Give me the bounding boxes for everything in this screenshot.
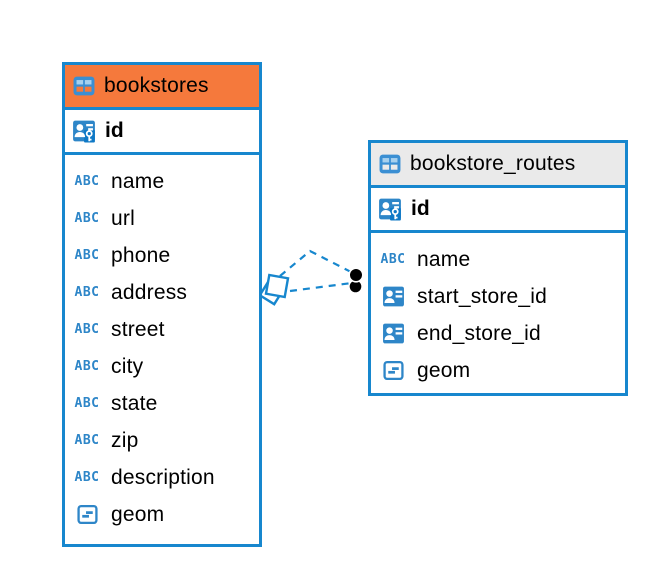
text-column-icon: ABC (74, 174, 100, 189)
text-column-icon: ABC (74, 322, 100, 337)
column-row-id[interactable]: id (371, 188, 625, 233)
column-name: geom (417, 358, 471, 382)
column-name: geom (111, 502, 165, 526)
column-name: street (111, 317, 165, 341)
column-row-address[interactable]: ABC address (65, 274, 259, 311)
text-column-icon: ABC (74, 248, 100, 263)
column-name: name (111, 169, 165, 193)
table-icon (379, 153, 401, 175)
column-row-street[interactable]: ABC street (65, 311, 259, 348)
text-column-icon: ABC (74, 359, 100, 374)
table-icon (73, 75, 95, 97)
column-name: city (111, 354, 144, 378)
column-list: ABC name ABC url ABC phone ABC address A… (65, 155, 259, 539)
column-row-id[interactable]: id (65, 110, 259, 155)
foreign-key-icon (378, 285, 408, 308)
column-name: url (111, 206, 135, 230)
relationship-line-upper[interactable] (279, 249, 354, 277)
column-name: end_store_id (417, 321, 541, 345)
table-bookstores[interactable]: bookstores id ABC (62, 62, 262, 547)
relationship-line-lower[interactable] (289, 281, 353, 293)
column-row-url[interactable]: ABC url (65, 200, 259, 237)
column-list: ABC name start_store_id (371, 233, 625, 395)
column-name: start_store_id (417, 284, 548, 308)
relationship-target-marker[interactable] (348, 267, 364, 293)
column-name: address (111, 280, 188, 304)
column-name: zip (111, 428, 139, 452)
text-column-icon: ABC (74, 285, 100, 300)
column-row-zip[interactable]: ABC zip (65, 422, 259, 459)
text-column-icon: ABC (74, 433, 100, 448)
column-row-city[interactable]: ABC city (65, 348, 259, 385)
column-row-geom[interactable]: geom (65, 496, 259, 533)
column-name: name (417, 247, 471, 271)
foreign-key-icon (378, 322, 408, 345)
geometry-column-icon (72, 504, 102, 525)
column-name: phone (111, 243, 171, 267)
column-row-description[interactable]: ABC description (65, 459, 259, 496)
column-row-end-store-id[interactable]: end_store_id (371, 315, 625, 352)
text-column-icon: ABC (74, 396, 100, 411)
relationship-source-marker[interactable] (258, 273, 290, 306)
table-header-bookstores[interactable]: bookstores (65, 65, 259, 110)
table-title: bookstores (104, 74, 209, 97)
column-row-name[interactable]: ABC name (65, 163, 259, 200)
column-row-geom[interactable]: geom (371, 352, 625, 389)
geometry-column-icon (378, 360, 408, 381)
column-name: description (111, 465, 215, 489)
table-header-bookstore-routes[interactable]: bookstore_routes (371, 143, 625, 188)
column-row-start-store-id[interactable]: start_store_id (371, 278, 625, 315)
column-row-state[interactable]: ABC state (65, 385, 259, 422)
text-column-icon: ABC (74, 470, 100, 485)
table-title: bookstore_routes (410, 152, 576, 175)
column-name: id (411, 197, 430, 220)
primary-key-icon (378, 197, 402, 221)
text-column-icon: ABC (74, 211, 100, 226)
column-name: id (105, 119, 124, 142)
column-row-phone[interactable]: ABC phone (65, 237, 259, 274)
column-name: state (111, 391, 158, 415)
text-column-icon: ABC (380, 252, 406, 267)
primary-key-icon (72, 119, 96, 143)
table-bookstore-routes[interactable]: bookstore_routes id ABC (368, 140, 628, 396)
column-row-name[interactable]: ABC name (371, 241, 625, 278)
